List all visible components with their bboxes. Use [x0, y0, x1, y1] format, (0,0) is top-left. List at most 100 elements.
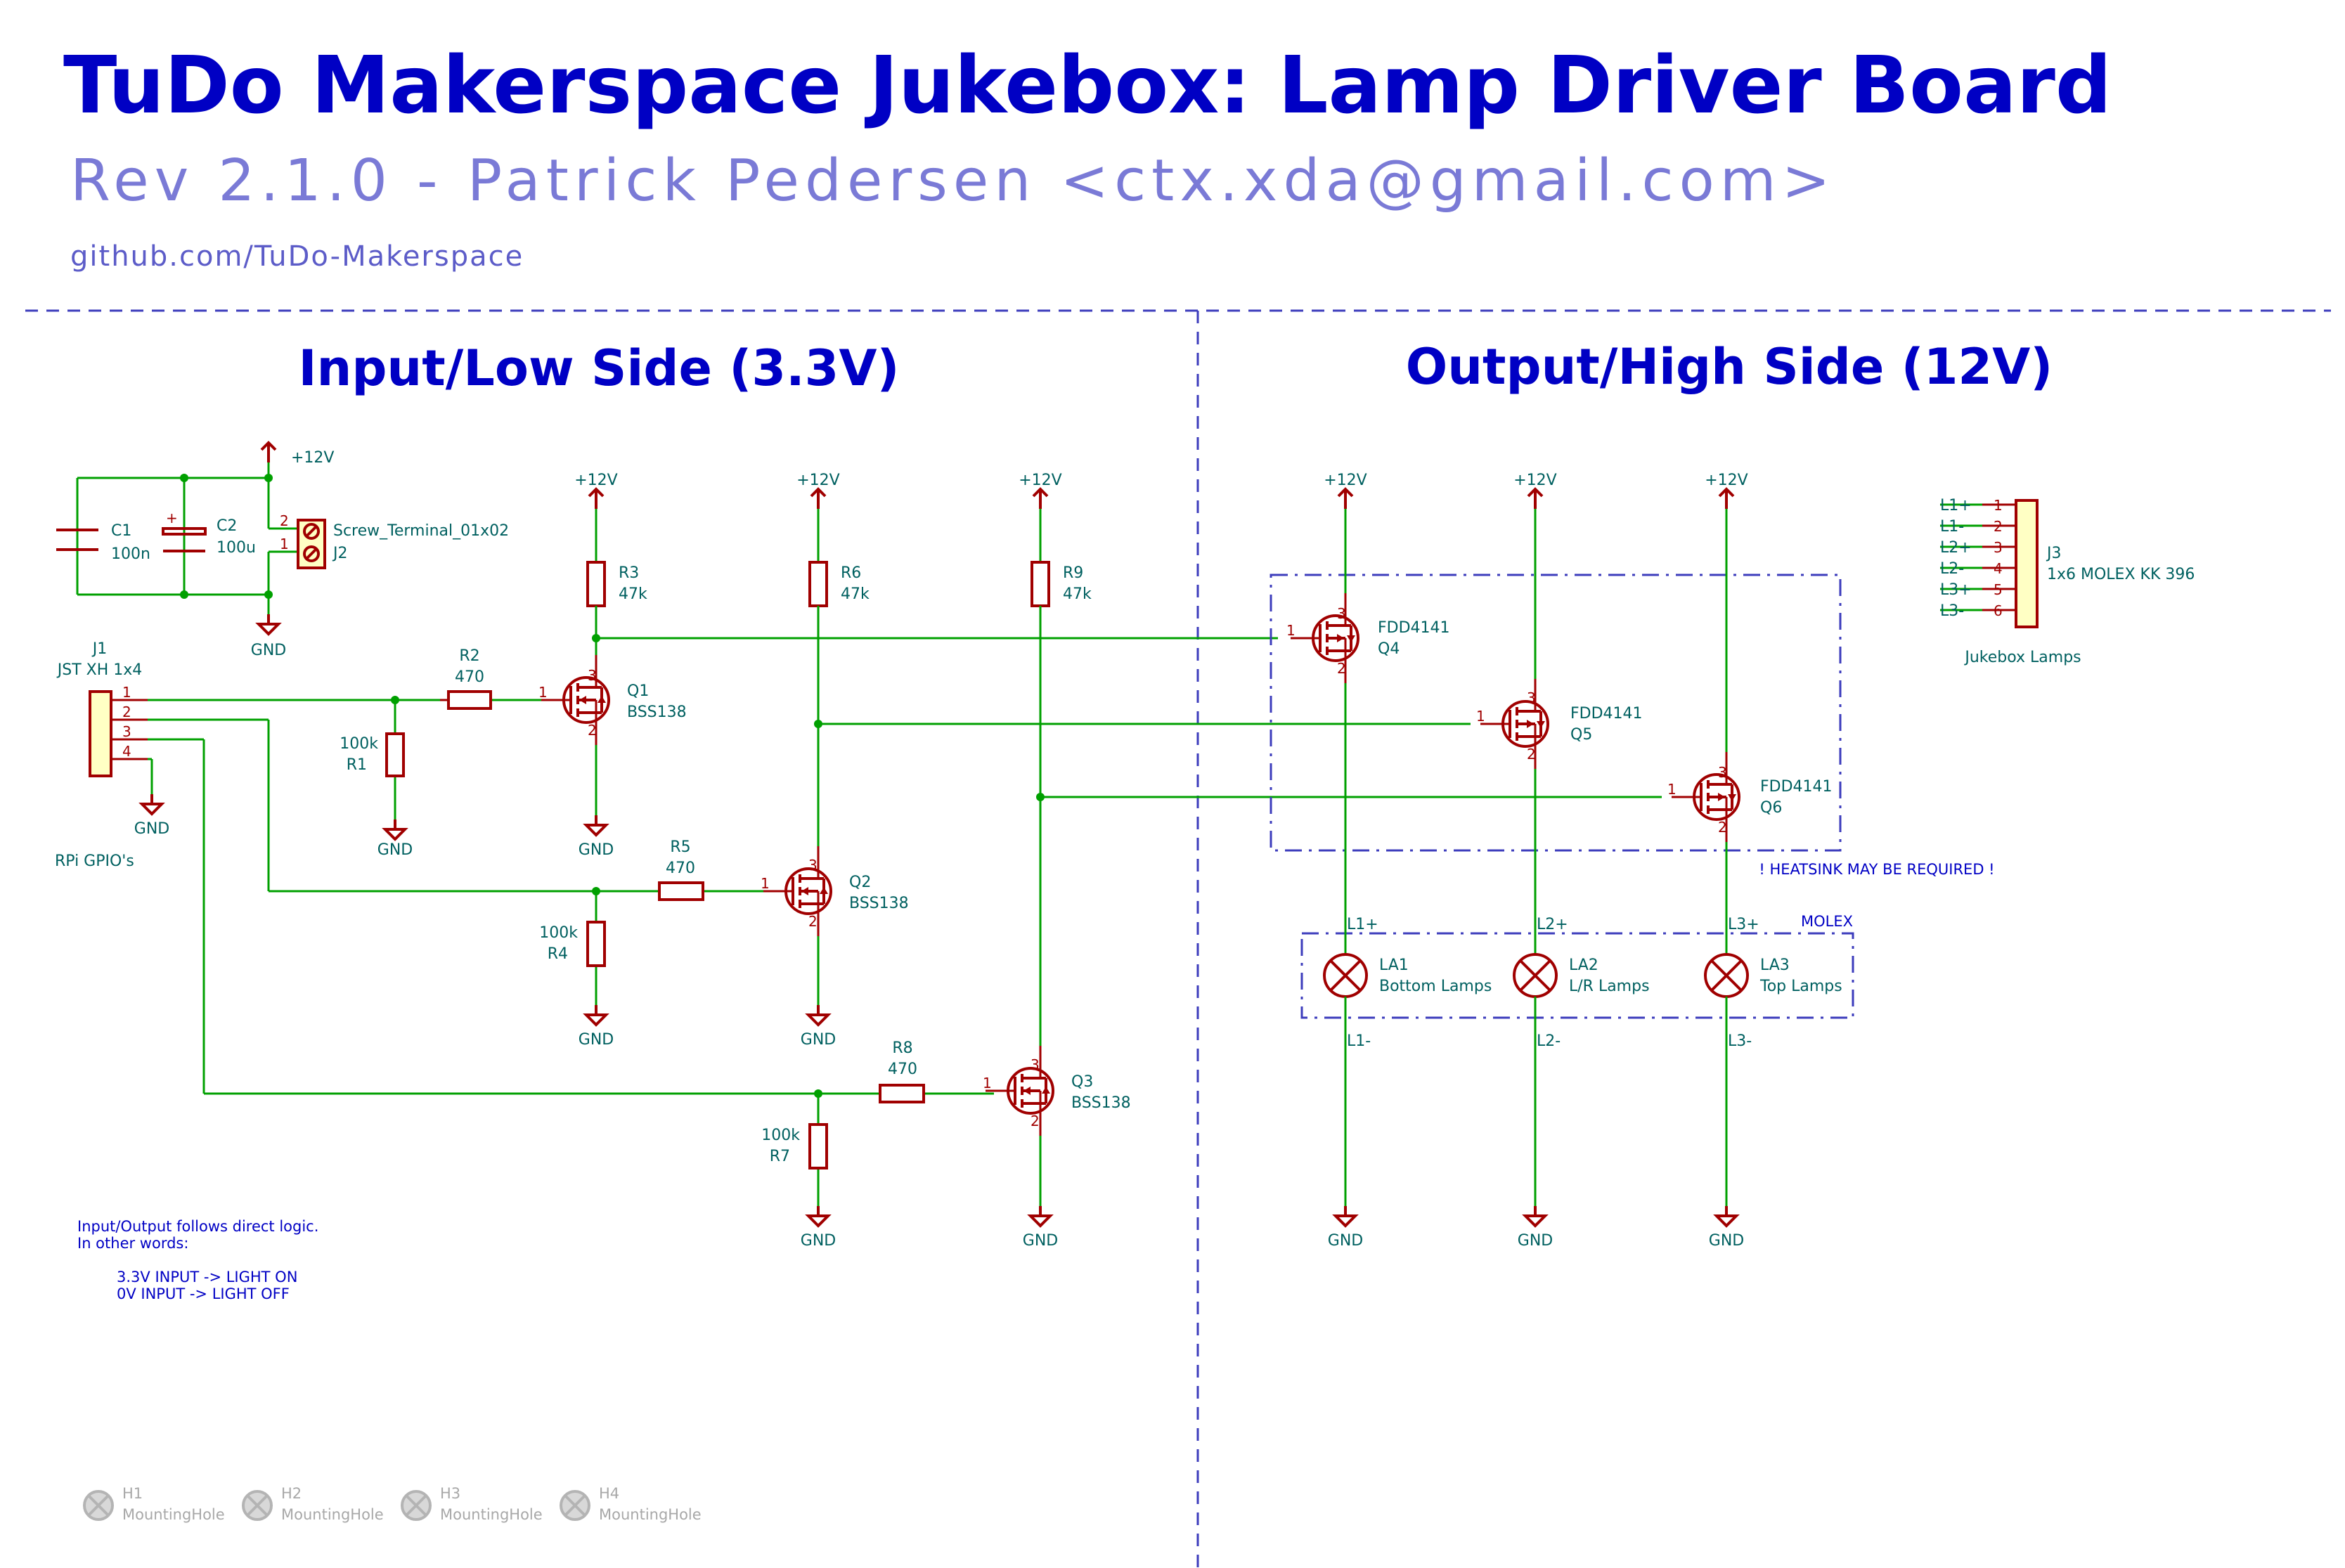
net-label-12v: +12V: [291, 449, 334, 467]
j2-ref: J2: [332, 545, 348, 562]
h1-value: MountingHole: [122, 1506, 225, 1523]
molex-label: MOLEX: [1801, 913, 1853, 930]
c2-value: 100u: [217, 539, 256, 557]
j1-label: RPi GPIO's: [55, 853, 134, 870]
h4-ref: H4: [599, 1485, 619, 1502]
screw-terminal-j2: 2 1 Screw_Terminal_01x02 J2: [280, 512, 509, 569]
r9-value: 47k: [1063, 585, 1092, 603]
q5-12v-label: +12V: [1513, 472, 1556, 489]
r2-value: 470: [455, 668, 484, 686]
la1-bottom-net: L1-: [1347, 1032, 1371, 1050]
q2-pin-drain: 3: [808, 857, 818, 874]
q3-pin-source: 2: [1031, 1113, 1040, 1129]
q2-pin-source: 2: [808, 913, 818, 930]
mounting-hole-h3: H3 MountingHole: [401, 1485, 543, 1523]
section-title-output: Output/High Side (12V): [1406, 338, 2053, 396]
la1-top-net: L1+: [1347, 916, 1378, 933]
r8-ref: R8: [892, 1039, 912, 1057]
la2-value: L/R Lamps: [1569, 978, 1650, 995]
j3-ref: J3: [2046, 545, 2062, 562]
r3-ref: R3: [619, 564, 639, 582]
note-line-1: Input/Output follows direct logic.: [77, 1218, 318, 1235]
q1-gnd-label: GND: [579, 841, 614, 859]
la2-bottom-net: L2-: [1537, 1032, 1561, 1050]
r7-gnd-label: GND: [801, 1232, 836, 1250]
c2-ref: C2: [217, 517, 237, 535]
q4-12v-label: +12V: [1324, 472, 1367, 489]
j3-net-2: L1-: [1940, 518, 1964, 536]
q4-pin-gate: 1: [1286, 622, 1296, 639]
la2-top-net: L2+: [1537, 916, 1568, 933]
q6-pin-drain: 3: [1718, 764, 1727, 781]
r3-12v-label: +12V: [574, 472, 617, 489]
q1-pin-drain: 3: [588, 667, 597, 684]
mounting-hole-h2: H2 MountingHole: [242, 1485, 384, 1523]
capacitor-c1: C1 100n: [56, 522, 150, 563]
q6-ref: Q6: [1760, 799, 1782, 817]
j3-pin-1: 1: [1994, 497, 2003, 514]
channel-3-output: +12V 1 3 2 FDD4141 Q6 L3+ LA3 Top Lamps …: [1667, 472, 1842, 1250]
q4-ref: Q4: [1378, 640, 1400, 658]
q5-pin-source: 2: [1527, 746, 1536, 763]
la3-ref: LA3: [1760, 957, 1790, 974]
j3-net-1: L1+: [1940, 497, 1972, 514]
j1-pin-3: 3: [122, 723, 131, 740]
channel-2-input: GND 100k R4 R5 470 1 3 2 Q2 BSS138 GND +…: [148, 472, 1471, 1049]
molex-box: [1300, 932, 1854, 1019]
r2-ref: R2: [459, 647, 479, 665]
r4-gnd-label: GND: [579, 1031, 614, 1049]
channel-3-input: GND 100k R7 R8 470 1 3 2 Q3 BSS138 GND +…: [148, 472, 1662, 1250]
ch3-gnd-label: GND: [1709, 1232, 1744, 1250]
la2-ref: LA2: [1569, 957, 1598, 974]
channel-2-output: +12V 1 3 2 FDD4141 Q5 L2+ LA2 L/R Lamps …: [1476, 472, 1650, 1250]
h1-ref: H1: [122, 1485, 143, 1502]
r9-ref: R9: [1063, 564, 1083, 582]
la3-top-net: L3+: [1728, 916, 1759, 933]
r3-value: 47k: [619, 585, 647, 603]
power-input-block: C1 100n + C2 100u +12V GND 2 1 Screw_Ter…: [56, 441, 509, 659]
channel-1-input: GND 100k R1 R2 470 1 3 2 Q1 BSS138 GND +…: [148, 472, 1278, 859]
heatsink-note: ! HEATSINK MAY BE REQUIRED !: [1759, 861, 1994, 878]
capacitor-c2: + C2 100u: [162, 510, 256, 557]
j2-pin-1: 1: [280, 536, 289, 552]
q5-ref: Q5: [1570, 726, 1592, 744]
q3-ref: Q3: [1071, 1073, 1093, 1091]
q1-pin-source: 2: [588, 722, 597, 739]
r5-value: 470: [666, 860, 695, 877]
ch2-gnd-label: GND: [1518, 1232, 1553, 1250]
la3-value: Top Lamps: [1759, 978, 1842, 995]
la1-value: Bottom Lamps: [1379, 978, 1492, 995]
r4-value: 100k: [539, 924, 578, 942]
j3-pin-5: 5: [1994, 581, 2003, 598]
j3-net-6: L3-: [1940, 602, 1964, 620]
net-label-gnd: GND: [251, 642, 286, 659]
q6-pin-gate: 1: [1667, 781, 1677, 798]
channel-1-output: +12V 1 3 2 FDD4141 Q4 L1+ LA1 Bottom Lam…: [1286, 472, 1492, 1250]
note-line-4: 0V INPUT -> LIGHT OFF: [117, 1285, 290, 1302]
j3-value: 1x6 MOLEX KK 396: [2047, 566, 2195, 583]
q3-pin-gate: 1: [983, 1075, 992, 1091]
q5-pin-drain: 3: [1527, 689, 1536, 706]
section-title-input: Input/Low Side (3.3V): [298, 339, 899, 397]
mounting-hole-h4: H4 MountingHole: [560, 1485, 702, 1523]
mounting-hole-h1: H1 MountingHole: [83, 1485, 225, 1523]
q1-value: BSS138: [627, 704, 687, 721]
r4-ref: R4: [548, 945, 568, 963]
j1-pin-2: 2: [122, 704, 131, 720]
j2-value: Screw_Terminal_01x02: [333, 522, 509, 540]
r1-gnd-label: GND: [377, 841, 413, 859]
connector-j3: L1+ L1- L2+ L2- L3+ L3- 1 2 3 4 5 6 J3 1…: [1940, 497, 2195, 666]
logic-note: Input/Output follows direct logic. In ot…: [77, 1218, 318, 1302]
q2-pin-gate: 1: [761, 875, 770, 892]
repo-url: github.com/TuDo-Makerspace: [70, 240, 524, 273]
j2-pin-2: 2: [280, 512, 289, 529]
r1-ref: R1: [347, 756, 367, 774]
la1-ref: LA1: [1379, 957, 1409, 974]
note-line-2: In other words:: [77, 1235, 188, 1252]
j3-net-3: L2+: [1940, 539, 1972, 557]
q4-pin-source: 2: [1337, 660, 1346, 677]
j1-ref: J1: [91, 640, 108, 658]
c1-value: 100n: [111, 545, 150, 563]
h4-value: MountingHole: [599, 1506, 702, 1523]
